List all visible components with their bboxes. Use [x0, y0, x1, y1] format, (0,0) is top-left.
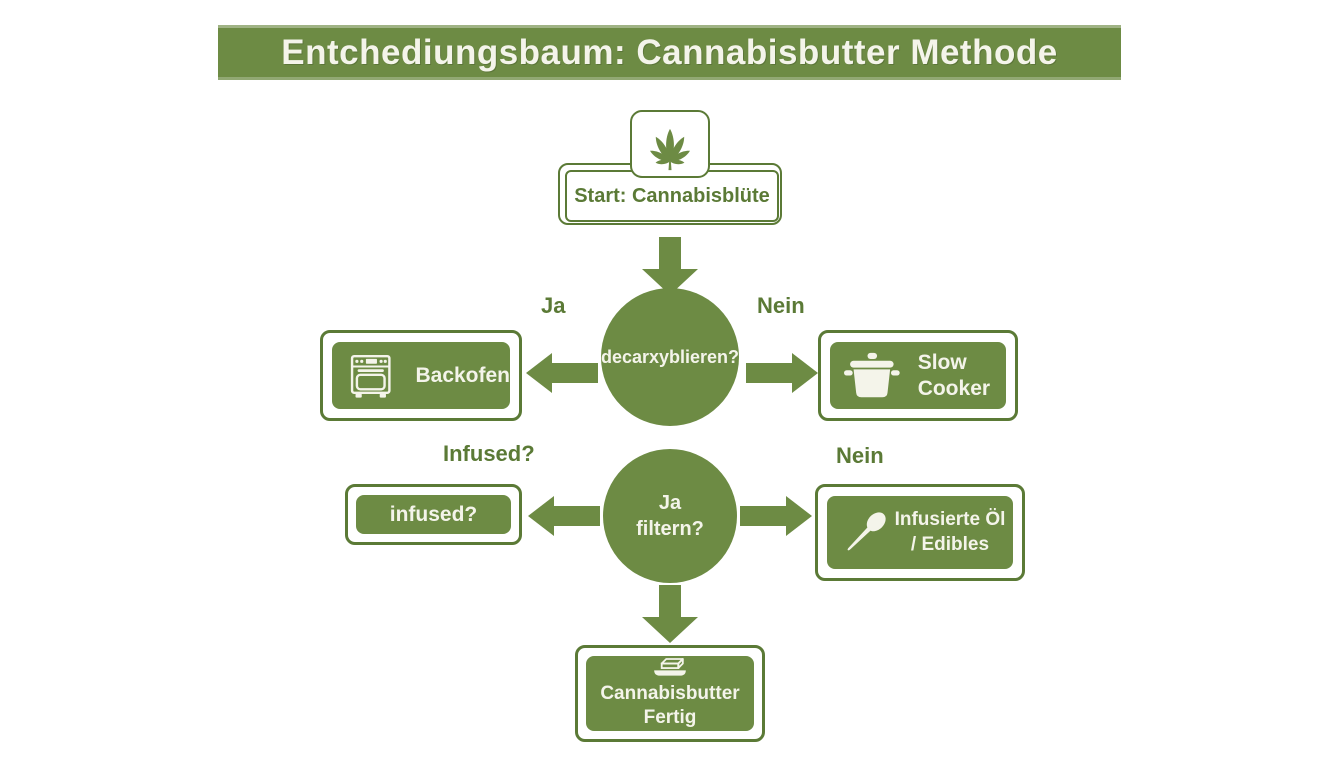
diagram-title: Entchediungsbaum: Cannabisbutter Methode [218, 25, 1121, 80]
decision-node-filtern: Ja filtern? [603, 449, 737, 583]
infused-label: infused? [389, 502, 478, 526]
result-node-infused: infused? [345, 484, 522, 545]
decision2-line2: filtern? [636, 518, 704, 540]
final-line1: Cannabisbutter [600, 682, 740, 704]
branch-label-infused: Infused? [443, 441, 535, 466]
backofen-label: Backofen [415, 363, 510, 387]
infusierte-label: Infusierte Öl / Edibles [894, 508, 1006, 555]
butter-dish-icon [654, 658, 686, 676]
start-icon-box [630, 110, 710, 178]
arrow-decision2-to-infused [528, 496, 600, 536]
spoon-icon [847, 511, 886, 550]
arrow-decision2-to-final [642, 585, 698, 643]
arrow-decision1-to-backofen [526, 353, 598, 393]
result-node-infusierte-oel: Infusierte Öl / Edibles [815, 484, 1025, 581]
branch-label-nein: Nein [757, 293, 805, 318]
result-node-backofen: Backofen [320, 330, 522, 421]
arrow-decision2-to-infusierte [740, 496, 812, 536]
decision2-line1: Ja [658, 492, 682, 514]
decision-node-decarboxylate: decarxyblieren? [601, 288, 739, 426]
final-line2: Fertig [643, 707, 697, 729]
cannabis-leaf-icon [650, 128, 690, 171]
oven-icon [350, 354, 391, 398]
pot-icon [844, 352, 900, 398]
decision1-label: decarxyblieren? [600, 346, 740, 367]
branch-label-ja: Ja [541, 293, 566, 318]
result-node-slowcooker: Slow Cooker [818, 330, 1018, 421]
branch-label-nein2: Nein [836, 443, 884, 468]
arrow-start-to-decision1 [642, 237, 698, 295]
result-node-cannabisbutter-fertig: Cannabisbutter Fertig [575, 645, 765, 742]
arrow-decision1-to-slowcooker [746, 353, 818, 393]
slowcooker-label: Slow Cooker [917, 351, 991, 400]
